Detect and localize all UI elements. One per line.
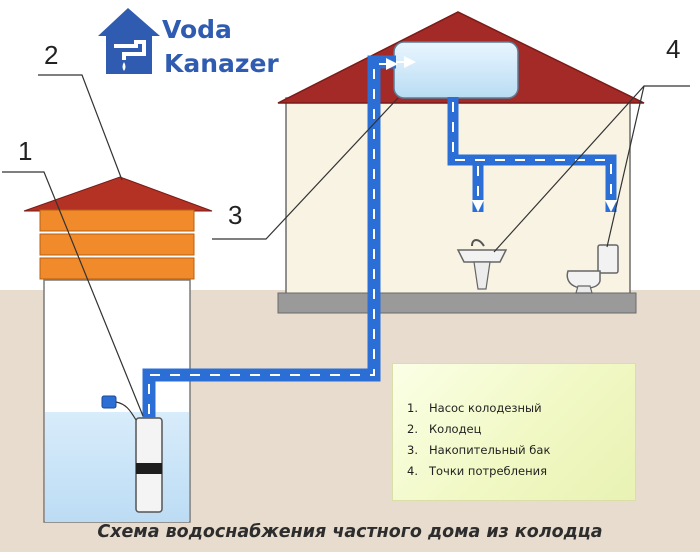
- callout-2: 2: [44, 40, 58, 70]
- well-log: [39, 209, 195, 232]
- storage-tank: [393, 41, 519, 99]
- flow-arrows: [148, 58, 617, 414]
- pump-controller: [101, 395, 117, 409]
- pump-band: [136, 463, 162, 474]
- house-faucet-logo-icon: [98, 8, 160, 74]
- legend-item-number: 2.: [407, 422, 418, 436]
- legend-item: 3. Накопительный бак: [407, 440, 550, 461]
- callout-1: 1: [18, 136, 32, 166]
- legend-item: 2. Колодец: [407, 419, 550, 440]
- legend-item-text: Точки потребления: [429, 464, 547, 478]
- legend-item-number: 1.: [407, 401, 418, 415]
- logo-line1: Voda: [162, 15, 232, 44]
- legend-item-number: 3.: [407, 443, 418, 457]
- toilet: [566, 244, 619, 294]
- legend-item: 4. Точки потребления: [407, 461, 550, 482]
- well-water: [45, 412, 189, 522]
- sink: [456, 239, 508, 290]
- legend-item-text: Накопительный бак: [429, 443, 551, 457]
- pump-cable: [115, 401, 137, 421]
- legend-item-text: Насос колодезный: [429, 401, 542, 415]
- callout-4: 4: [666, 34, 680, 64]
- logo-line2: Kanazer: [164, 49, 279, 78]
- legend-box: 1. Насос колодезный 2. Колодец 3. Накопител…: [392, 363, 636, 501]
- legend-item: 1. Насос колодезный: [407, 398, 550, 419]
- legend-item-text: Колодец: [429, 422, 482, 436]
- well-log: [39, 257, 195, 280]
- leader-lines: [2, 74, 690, 417]
- diagram-caption: Схема водоснабжения частного дома из кол…: [97, 522, 603, 542]
- callout-3: 3: [228, 200, 242, 230]
- legend-list: 1. Насос колодезный 2. Колодец 3. Накопител…: [407, 398, 550, 482]
- legend-item-number: 4.: [407, 464, 418, 478]
- well-log: [39, 233, 195, 256]
- well-roof: [23, 176, 213, 212]
- house-foundation: [277, 292, 637, 314]
